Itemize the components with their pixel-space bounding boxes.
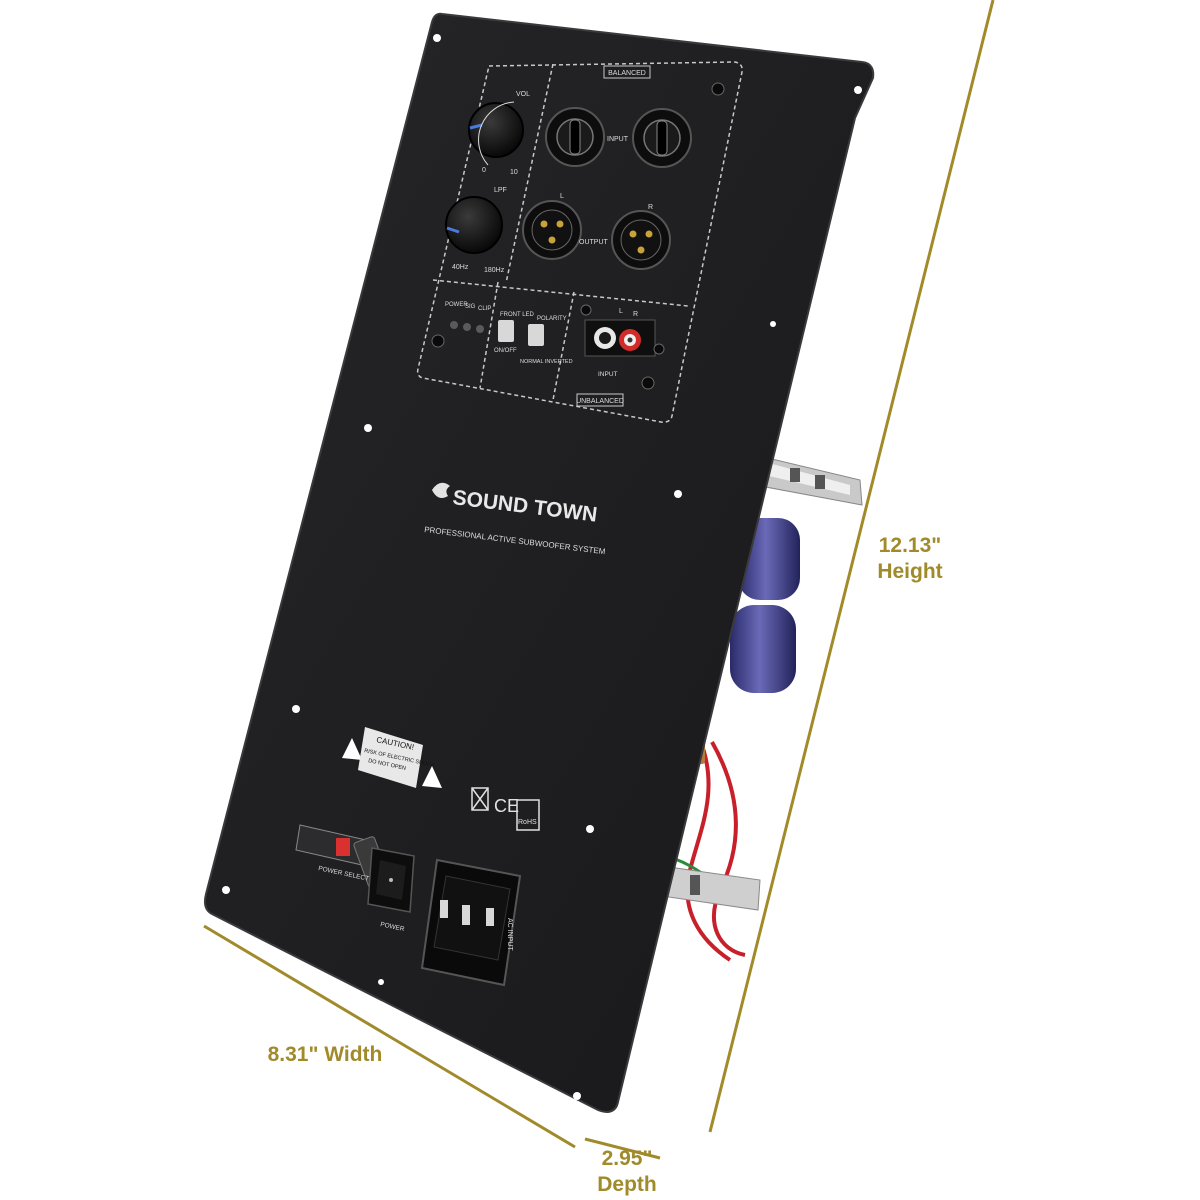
power-led-label: POWER (445, 302, 468, 308)
height-dimension-label: 12.13" Height (860, 533, 960, 585)
control-section (416, 61, 743, 423)
clip-led-label: CLIP (478, 306, 491, 312)
vol-label: VOL (516, 91, 530, 98)
rohs-mark: RoHS (518, 819, 537, 826)
height-word: Height (877, 560, 943, 583)
width-text: 8.31" Width (267, 1043, 383, 1066)
ac-inlet[interactable] (420, 858, 522, 987)
ce-mark: CE (494, 796, 519, 816)
heatsink-top (754, 454, 863, 506)
front-led-button[interactable] (498, 320, 514, 342)
sig-led-label: SIG (465, 304, 476, 310)
power-switch[interactable] (367, 847, 415, 913)
width-dimension-label: 8.31" Width (240, 1042, 410, 1068)
xlr-input-left[interactable] (545, 107, 605, 167)
unbalanced-label: UNBALANCED (576, 398, 624, 405)
lpf-knob[interactable] (445, 196, 503, 254)
lpf-min-label: 40Hz (452, 264, 469, 271)
lpf-label: LPF (494, 187, 507, 194)
output-right-label: R (648, 204, 653, 211)
front-led-label: FRONT LED (500, 312, 535, 318)
on-off-label: ON/OFF (494, 348, 517, 354)
height-dimension-line (708, 0, 995, 1133)
rca-input-label: INPUT (598, 371, 618, 378)
xlr-output-right[interactable] (611, 210, 671, 270)
sig-led (463, 323, 471, 331)
normal-inverted-label: NORMAL INVERTED (520, 359, 573, 365)
mounting-holes (222, 34, 862, 1100)
polarity-button[interactable] (528, 324, 544, 346)
height-value: 12.13" (878, 534, 942, 557)
panel-screws (431, 82, 725, 390)
depth-value: 2.95" (601, 1147, 653, 1170)
output-left-label: L (560, 193, 564, 200)
xlr-input-right[interactable] (632, 108, 692, 168)
balanced-label: BALANCED (608, 70, 646, 77)
depth-dimension-line (584, 1137, 661, 1160)
rca-input-left[interactable] (594, 327, 616, 349)
vol-min-label: 0 (482, 167, 486, 174)
clip-led (476, 325, 484, 333)
depth-word: Depth (597, 1173, 657, 1196)
lpf-max-label: 180Hz (484, 267, 505, 274)
volume-knob[interactable] (468, 102, 524, 158)
power-led (450, 321, 458, 329)
rca-right-label: R (633, 311, 638, 318)
xlr-output-label: OUTPUT (579, 239, 609, 246)
ac-input-label: AC INPUT (506, 918, 513, 951)
rca-left-label: L (619, 308, 623, 315)
xlr-input-label: INPUT (607, 136, 629, 143)
caution-sticker (342, 727, 442, 788)
polarity-label: POLARITY (537, 316, 567, 322)
xlr-output-left[interactable] (522, 200, 582, 260)
rca-input-right[interactable] (619, 329, 641, 351)
depth-dimension-label: 2.95" Depth (577, 1146, 677, 1198)
vol-max-label: 10 (510, 169, 518, 176)
brand-logo (432, 482, 450, 498)
weee-bin-icon (471, 787, 489, 811)
width-dimension-line (203, 924, 576, 1149)
capacitor-lower (730, 605, 796, 693)
